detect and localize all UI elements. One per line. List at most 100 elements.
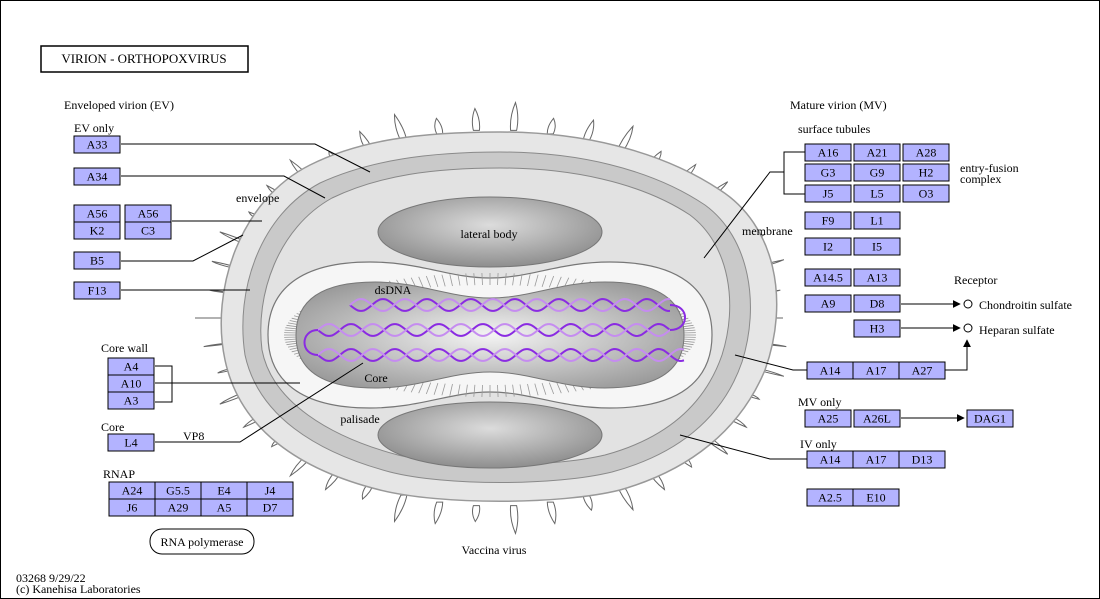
- gene-a28[interactable]: A28: [902, 143, 950, 162]
- gene-a21[interactable]: A21: [853, 143, 901, 162]
- gene-d8[interactable]: D8: [853, 294, 901, 313]
- svg-text:G9: G9: [870, 166, 885, 180]
- palisade-tick: [527, 383, 531, 396]
- gene-i5[interactable]: I5: [853, 237, 901, 256]
- svg-text:D8: D8: [870, 297, 885, 311]
- connector-lines: [121, 143, 971, 460]
- svg-text:A14: A14: [820, 453, 841, 467]
- gene-a17-iv[interactable]: A17: [852, 450, 900, 469]
- gene-j5[interactable]: J5: [804, 184, 852, 203]
- svg-text:A25: A25: [818, 412, 839, 426]
- gene-a33[interactable]: A33: [73, 135, 121, 154]
- gene-a24[interactable]: A24: [108, 481, 156, 500]
- gene-f9[interactable]: F9: [804, 211, 852, 230]
- gene-l5[interactable]: L5: [853, 184, 901, 203]
- gene-j4[interactable]: J4: [246, 481, 294, 500]
- svg-text:A24: A24: [122, 484, 143, 498]
- gene-g3[interactable]: G3: [804, 163, 852, 182]
- palisade-tick: [457, 384, 461, 397]
- gene-a25[interactable]: A25: [804, 409, 852, 428]
- gene-a9[interactable]: A9: [804, 294, 852, 313]
- svg-text:H3: H3: [870, 322, 885, 336]
- gene-a29[interactable]: A29: [154, 498, 202, 517]
- label-entry-fusion-1: entry-fusion: [960, 161, 1019, 175]
- gene-a26l[interactable]: A26L: [853, 409, 901, 428]
- gene-d13[interactable]: D13: [898, 450, 946, 469]
- svg-text:A27: A27: [912, 364, 933, 378]
- gene-a56-second[interactable]: A56: [124, 204, 172, 223]
- gene-a14[interactable]: A14: [806, 361, 854, 380]
- gene-b5[interactable]: B5: [73, 251, 121, 270]
- footer-copyright: (c) Kanehisa Laboratories: [16, 582, 141, 596]
- label-lateral-body: lateral body: [461, 227, 518, 241]
- lateral-body-top: [377, 196, 603, 268]
- gene-i2[interactable]: I2: [804, 237, 852, 256]
- svg-text:A29: A29: [168, 501, 189, 515]
- gene-a3[interactable]: A3: [107, 391, 155, 410]
- palisade-tick: [441, 383, 446, 396]
- gene-k2[interactable]: K2: [73, 221, 121, 240]
- gene-a4[interactable]: A4: [107, 357, 155, 376]
- gene-j6[interactable]: J6: [108, 498, 156, 517]
- gene-a27[interactable]: A27: [898, 361, 946, 380]
- svg-text:A14: A14: [820, 364, 841, 378]
- svg-text:I5: I5: [872, 240, 882, 254]
- gene-a2-5[interactable]: A2.5: [806, 488, 854, 507]
- gene-c3[interactable]: C3: [124, 221, 172, 240]
- gene-h2[interactable]: H2: [902, 163, 950, 182]
- gene-a17[interactable]: A17: [852, 361, 900, 380]
- palisade-tick: [534, 274, 539, 287]
- label-core-wall: Core wall: [101, 341, 149, 355]
- label-entry-fusion-2: complex: [960, 172, 1001, 186]
- label-vaccina-virus: Vaccina virus: [462, 543, 527, 557]
- svg-text:O3: O3: [919, 187, 934, 201]
- gene-o3[interactable]: O3: [902, 184, 950, 203]
- palisade-tick: [425, 275, 432, 288]
- spike: [582, 494, 593, 512]
- spike: [616, 484, 634, 512]
- gene-a13[interactable]: A13: [853, 268, 901, 287]
- rna-polymerase-box[interactable]: RNA polymerase: [149, 528, 255, 555]
- svg-text:A33: A33: [87, 138, 108, 152]
- gene-a56[interactable]: A56: [73, 204, 121, 223]
- gene-g5-5[interactable]: G5.5: [154, 481, 202, 500]
- palisade-tick: [556, 276, 562, 289]
- gene-a5[interactable]: A5: [200, 498, 248, 517]
- label-heparan-sulfate: Heparan sulfate: [979, 323, 1055, 337]
- gene-g9[interactable]: G9: [853, 163, 901, 182]
- label-receptor: Receptor: [954, 273, 997, 287]
- gene-a16[interactable]: A16: [804, 143, 852, 162]
- dna-strand: [317, 347, 685, 363]
- label-iv-only: IV only: [800, 437, 837, 451]
- palisade-tick: [465, 273, 468, 286]
- dna-strand: [349, 297, 671, 313]
- gene-h3[interactable]: H3: [853, 319, 901, 338]
- gene-a14-iv[interactable]: A14: [806, 450, 854, 469]
- gene-e10[interactable]: E10: [852, 488, 900, 507]
- gene-dag1[interactable]: DAG1: [966, 409, 1014, 428]
- gene-l4[interactable]: L4: [107, 433, 155, 452]
- svg-text:G3: G3: [821, 166, 836, 180]
- gene-e4[interactable]: E4: [200, 481, 248, 500]
- palisade-tick: [541, 275, 547, 288]
- label-palisade: palisade: [340, 412, 379, 426]
- spike: [393, 494, 408, 523]
- label-rnap: RNAP: [103, 467, 135, 481]
- gene-f13[interactable]: F13: [73, 281, 121, 300]
- gene-boxes: A33 A34 A56 A56 K2 C3 B5 F13 A4 A10 A3 L…: [73, 135, 1014, 517]
- gene-l1[interactable]: L1: [853, 211, 901, 230]
- svg-text:A56: A56: [138, 207, 159, 221]
- label-ev-heading: Enveloped virion (EV): [64, 98, 174, 112]
- spike: [546, 117, 556, 135]
- gene-d7[interactable]: D7: [246, 498, 294, 517]
- svg-text:G5.5: G5.5: [166, 484, 190, 498]
- gene-a10[interactable]: A10: [107, 374, 155, 393]
- gene-a34[interactable]: A34: [73, 167, 121, 186]
- palisade-tick: [548, 275, 555, 288]
- palisade-tick: [541, 382, 547, 395]
- svg-text:A16: A16: [818, 146, 839, 160]
- gene-a14-5[interactable]: A14.5: [804, 268, 852, 287]
- page-title: VIRION - ORTHOPOXVIRUS: [61, 51, 226, 66]
- svg-text:A17: A17: [866, 364, 887, 378]
- svg-text:A4: A4: [124, 360, 139, 374]
